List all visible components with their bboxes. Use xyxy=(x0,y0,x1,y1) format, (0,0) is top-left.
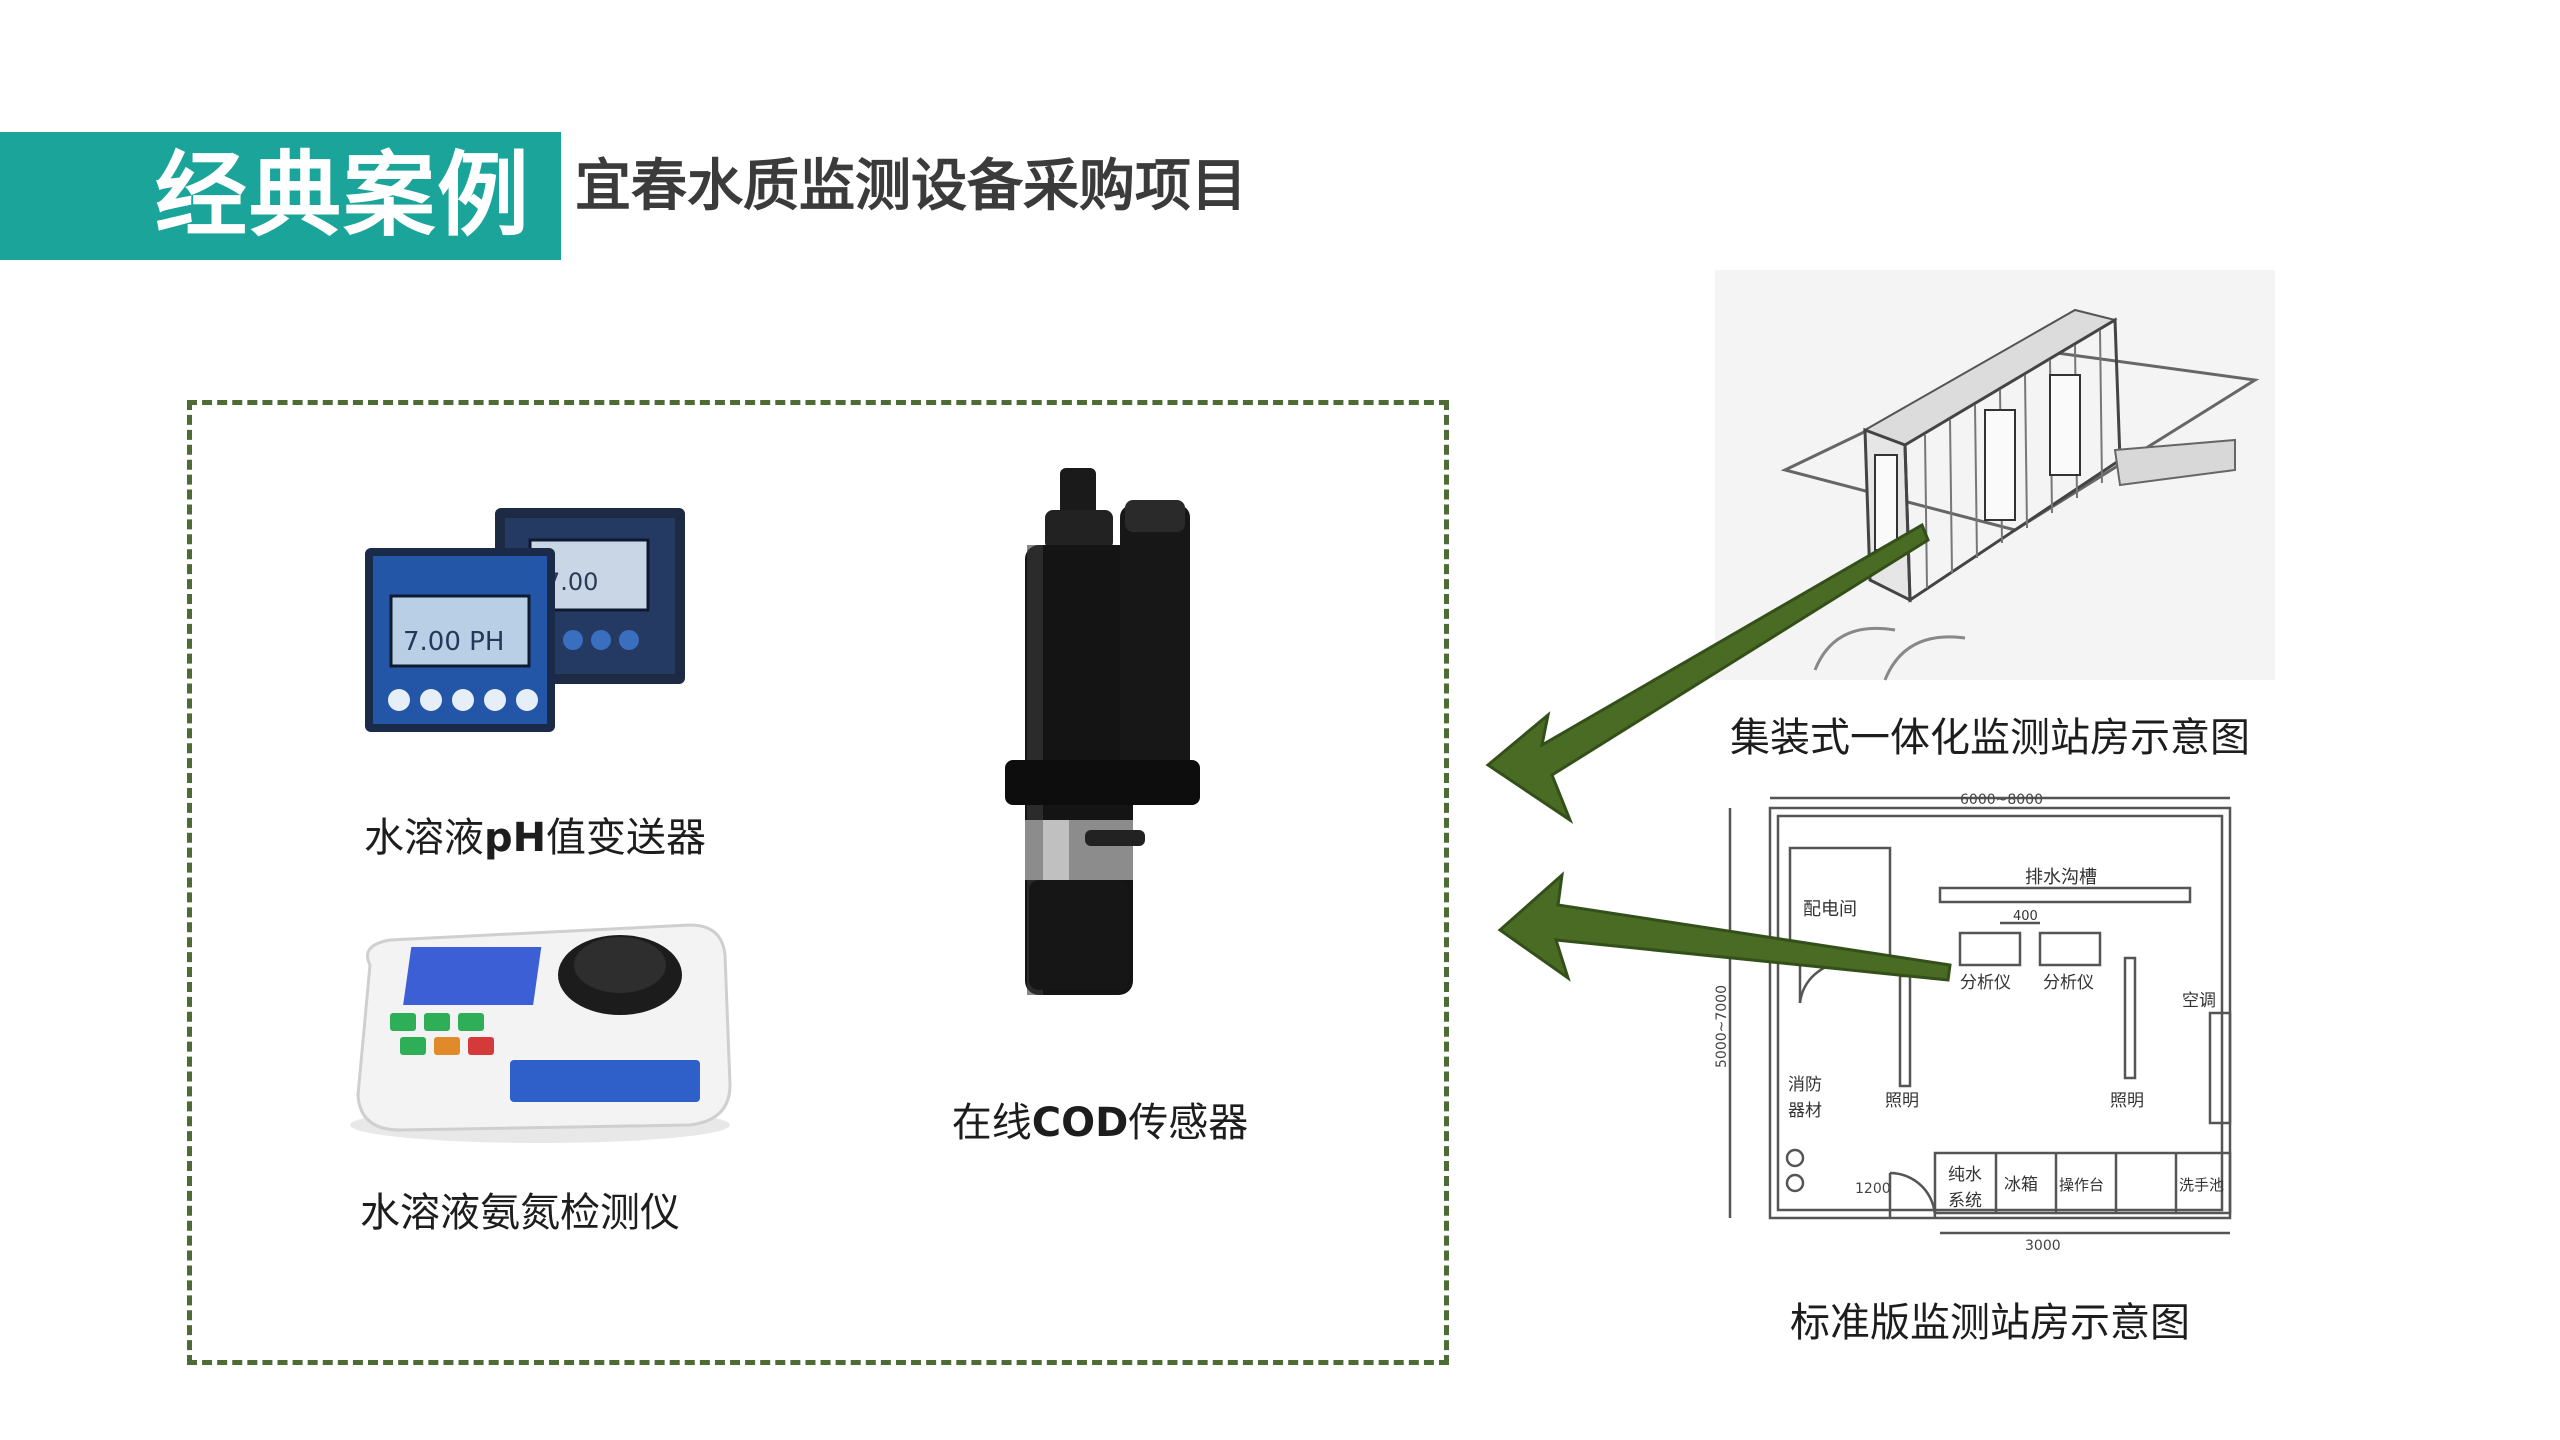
pure-water-label-1: 纯水 xyxy=(1948,1165,1982,1185)
ph-transmitter-caption: 水溶液pH值变送器 xyxy=(363,815,707,861)
fire-label-2: 器材 xyxy=(1788,1101,1822,1121)
arrows-layer xyxy=(1485,522,1952,982)
height-dimension: 5000~7000 xyxy=(1714,985,1730,1068)
ph-transmitter-image: 7.00 7.00 PH xyxy=(365,508,685,732)
standard-station-floorplan: 6000~8000 5000~7000 排水沟槽 400 配电间 分析仪 分析仪… xyxy=(1714,792,2232,1254)
project-title: 宜春水质监测设备采购项目 xyxy=(575,154,1247,219)
container-station-caption: 集装式一体化监测站房示意图 xyxy=(1730,715,2250,761)
ammonia-meter-image xyxy=(350,923,732,1143)
ph-front-screen-text: 7.00 PH xyxy=(403,627,504,657)
dim-400-label: 400 xyxy=(2013,909,2038,924)
sink-label: 洗手池 xyxy=(2179,1176,2224,1194)
ammonia-meter-caption: 水溶液氨氮检测仪 xyxy=(360,1190,680,1236)
product-frame xyxy=(187,400,1449,1365)
pure-water-label-2: 系统 xyxy=(1948,1191,1982,1211)
lighting-1-label: 照明 xyxy=(1885,1091,1919,1111)
fire-label-1: 消防 xyxy=(1788,1075,1822,1095)
width-dimension: 6000~8000 xyxy=(1960,792,2043,808)
arrow-floorplan-to-products xyxy=(1497,871,1952,982)
dim-1200-label: 1200 xyxy=(1855,1181,1891,1197)
fridge-label: 冰箱 xyxy=(2004,1175,2038,1195)
dim-3000-label: 3000 xyxy=(2025,1238,2061,1254)
cod-sensor-image xyxy=(1005,468,1200,995)
ac-label: 空调 xyxy=(2182,991,2216,1011)
section-title: 经典案例 xyxy=(155,142,532,249)
power-room-label: 配电间 xyxy=(1803,899,1857,920)
cod-sensor-caption: 在线COD传感器 xyxy=(951,1100,1249,1146)
standard-station-caption: 标准版监测站房示意图 xyxy=(1790,1300,2190,1346)
drain-label: 排水沟槽 xyxy=(2025,867,2097,888)
arrow-container-to-products xyxy=(1485,522,1930,824)
analyzer-1-label: 分析仪 xyxy=(1960,973,2011,993)
bench-label: 操作台 xyxy=(2059,1176,2104,1194)
analyzer-2-label: 分析仪 xyxy=(2043,973,2094,993)
title-band xyxy=(0,132,561,260)
lighting-2-label: 照明 xyxy=(2110,1091,2144,1111)
